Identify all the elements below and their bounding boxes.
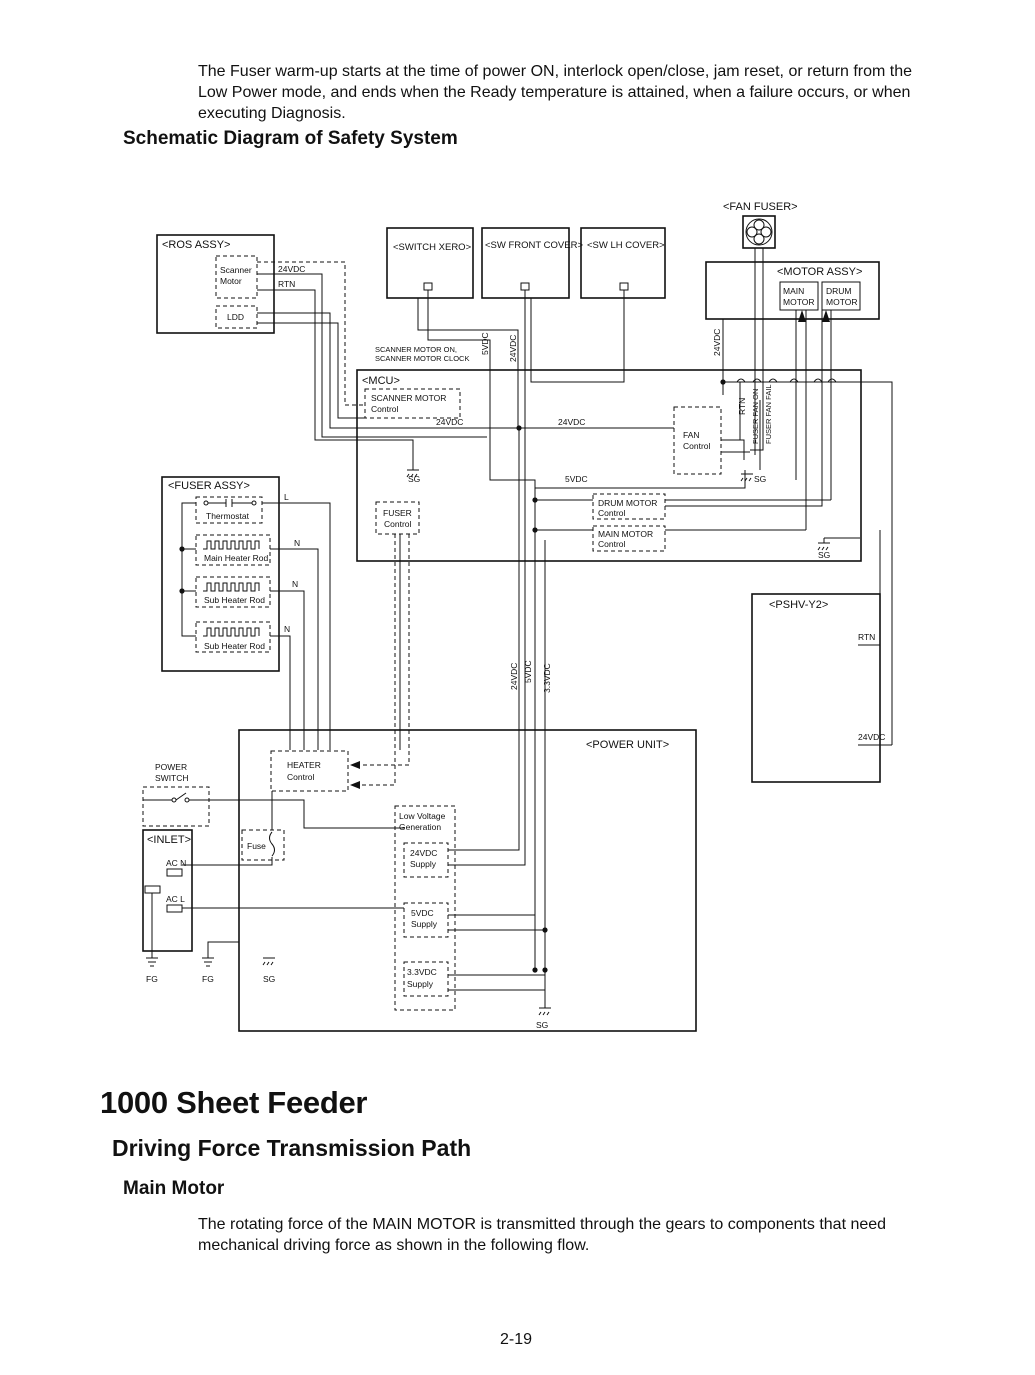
- main-motor-line1: MAIN: [783, 286, 804, 296]
- power-switch-line1: POWER: [155, 762, 187, 772]
- sub-heater-rod-label-1: Sub Heater Rod: [204, 595, 265, 605]
- supply-24-line2: Supply: [410, 859, 437, 869]
- sw-lh-cover-label: <SW LH COVER>: [587, 240, 665, 251]
- drum-motor-control-line1: DRUM MOTOR: [598, 498, 657, 508]
- intro-paragraph: The Fuser warm-up starts at the time of …: [198, 63, 913, 122]
- fuser-fan-fail-label: FUSER FAN FAIL: [764, 384, 773, 444]
- fuser-assy: <FUSER ASSY> Thermostat Main Heater Rod …: [161, 476, 280, 672]
- heater-control-line2: Control: [287, 772, 315, 782]
- fuser-control-line2: Control: [384, 519, 412, 529]
- pu-5vdc-label: 5VDC: [523, 660, 533, 683]
- schematic-heading: Schematic Diagram of Safety System: [123, 128, 458, 149]
- fan-rtn-label: RTN: [737, 398, 747, 415]
- supply-33-line1: 3.3VDC: [407, 967, 437, 977]
- main-motor-control-line2: Control: [598, 539, 626, 549]
- supply-5-line2: Supply: [411, 919, 438, 929]
- pu-sg-label: SG: [536, 1020, 548, 1030]
- section-title: 1000 Sheet Feeder: [100, 1085, 368, 1120]
- heater-control-line1: HEATER: [287, 760, 321, 770]
- sw-5vdc-label: 5VDC: [480, 332, 490, 355]
- pshv-label: <PSHV-Y2>: [769, 599, 828, 611]
- body-paragraph: The rotating force of the MAIN MOTOR is …: [198, 1216, 887, 1254]
- switch-xero: <SWITCH XERO>: [386, 227, 474, 299]
- pu-33vdc-label: 3.3VDC: [542, 663, 552, 693]
- fan-control-line2: Control: [683, 441, 711, 451]
- subsection-title: Driving Force Transmission Path: [112, 1135, 472, 1161]
- drum-motor-line1: DRUM: [826, 286, 852, 296]
- inlet-label: <INLET>: [147, 834, 191, 846]
- motor-24vdc-label: 24VDC: [712, 329, 722, 356]
- ldd-label: LDD: [227, 312, 244, 322]
- fuser-fan-on-label: FUSER FAN ON: [751, 389, 760, 444]
- scanner-signal-line1: SCANNER MOTOR ON,: [375, 345, 457, 354]
- sw-front-cover: <SW FRONT COVER>: [481, 227, 583, 299]
- mcu-5vdc-label: 5VDC: [565, 474, 588, 484]
- mcu-sg-label-1: SG: [408, 474, 420, 484]
- main-heater-rod-label: Main Heater Rod: [204, 553, 269, 563]
- ac-n-label: AC N: [166, 858, 186, 868]
- thermostat-label: Thermostat: [206, 511, 250, 521]
- low-voltage-line2: Generation: [399, 822, 441, 832]
- ground-symbol: [406, 465, 419, 478]
- fuser-n-label-2: N: [292, 579, 298, 589]
- mcu: <MCU> SCANNER MOTOR Control FAN Control …: [356, 369, 862, 562]
- fuser-control-line1: FUSER: [383, 508, 412, 518]
- mcu-sg-label-2: SG: [754, 474, 766, 484]
- pu-24vdc-label: 24VDC: [509, 663, 519, 690]
- ros-rtn-label: RTN: [278, 279, 295, 289]
- fuser-l-label: L: [284, 492, 289, 502]
- drum-motor-control-line2: Control: [598, 508, 626, 518]
- fuse-label: Fuse: [247, 841, 266, 851]
- mcu-24vdc-label-1: 24VDC: [436, 417, 463, 427]
- ros-24vdc-label: 24VDC: [278, 264, 305, 274]
- pshv-rtn-label: RTN: [858, 632, 875, 642]
- motor-assy: <MOTOR ASSY> MAIN MOTOR DRUM MOTOR: [705, 261, 880, 320]
- sw-lh-cover: <SW LH COVER>: [580, 227, 666, 299]
- pshv-24vdc-label: 24VDC: [858, 732, 885, 742]
- main-motor-line2: MOTOR: [783, 297, 814, 307]
- supply-24-line1: 24VDC: [410, 848, 437, 858]
- subsubsection-title: Main Motor: [123, 1178, 225, 1199]
- power-unit: <POWER UNIT> HEATER Control Fuse Low Vol…: [238, 729, 697, 1032]
- sw-front-cover-label: <SW FRONT COVER>: [485, 240, 583, 251]
- scanner-motor-control-line1: SCANNER MOTOR: [371, 393, 446, 403]
- mcu-24vdc-label-2: 24VDC: [558, 417, 585, 427]
- fuser-n-label-1: N: [294, 538, 300, 548]
- supply-5-line1: 5VDC: [411, 908, 434, 918]
- ros-assy: <ROS ASSY> Scanner Motor LDD: [156, 234, 275, 334]
- mcu-label: <MCU>: [362, 375, 400, 387]
- fg-label-1: FG: [146, 974, 158, 984]
- inlet: <INLET> AC N AC L: [142, 829, 193, 952]
- power-switch-line2: SWITCH: [155, 773, 189, 783]
- supply-33-line2: Supply: [407, 979, 434, 989]
- fan-control-line1: FAN: [683, 430, 700, 440]
- power-unit-label: <POWER UNIT>: [586, 739, 669, 751]
- scanner-motor-line1: Scanner: [220, 265, 252, 275]
- motor-assy-label: <MOTOR ASSY>: [777, 266, 862, 278]
- switch-xero-label: <SWITCH XERO>: [393, 242, 472, 253]
- scanner-motor-line2: Motor: [220, 276, 242, 286]
- drum-motor-line2: MOTOR: [826, 297, 857, 307]
- pshv-y2: <PSHV-Y2> RTN 24VDC: [751, 593, 885, 783]
- mcu-sg-label-3: SG: [818, 550, 830, 560]
- fg-label-2: FG: [202, 974, 214, 984]
- fuser-assy-label: <FUSER ASSY>: [168, 480, 250, 492]
- fan-icon: [742, 215, 776, 249]
- fuser-n-label-3: N: [284, 624, 290, 634]
- power-switch-icon: [142, 786, 210, 827]
- safety-system-schematic: <FAN FUSER> <ROS ASSY> Scanner Motor LDD…: [142, 201, 893, 1032]
- scanner-signal-line2: SCANNER MOTOR CLOCK: [375, 354, 469, 363]
- fan-fuser-label: <FAN FUSER>: [723, 201, 798, 213]
- page-number: 2-19: [500, 1331, 533, 1348]
- sg-label-inlet: SG: [263, 974, 275, 984]
- ros-assy-label: <ROS ASSY>: [162, 239, 230, 251]
- sw-24vdc-label: 24VDC: [508, 335, 518, 362]
- scanner-motor-control-line2: Control: [371, 404, 399, 414]
- low-voltage-line1: Low Voltage: [399, 811, 446, 821]
- main-motor-control-line1: MAIN MOTOR: [598, 529, 653, 539]
- ac-l-label: AC L: [166, 894, 185, 904]
- sub-heater-rod-label-2: Sub Heater Rod: [204, 641, 265, 651]
